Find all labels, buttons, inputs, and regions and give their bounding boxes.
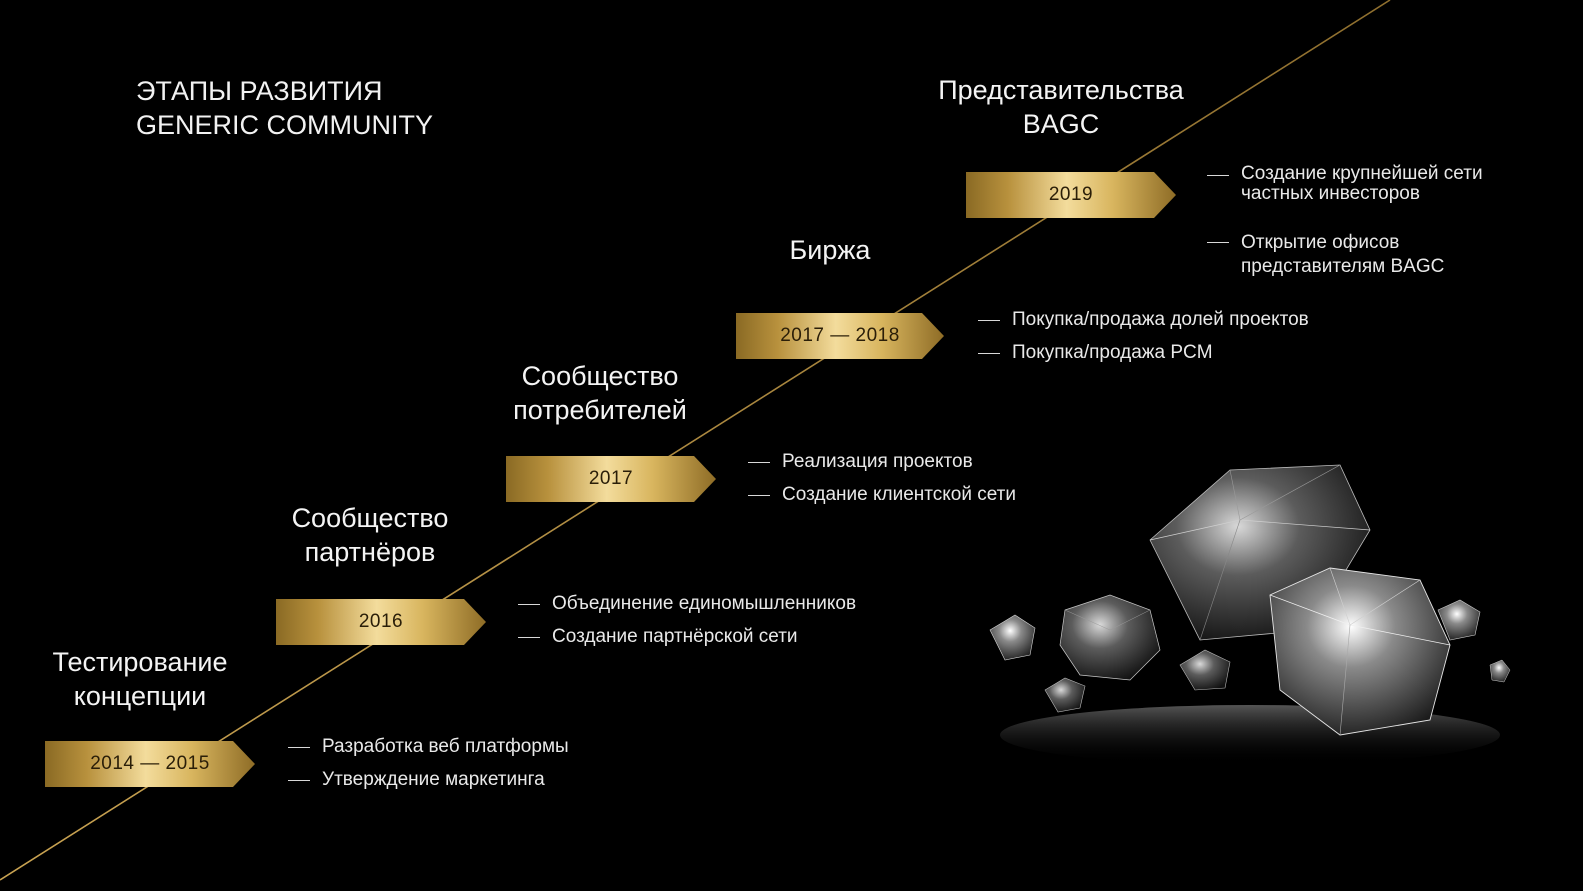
- bullet-item: Покупка/продажа PCM: [978, 342, 1309, 364]
- page-title-line2: GENERIC COMMUNITY: [136, 108, 433, 142]
- stage-title-line: Сообщество: [490, 359, 710, 393]
- stage-title-line: Тестирование: [40, 645, 240, 679]
- stage-title-line: партнёров: [270, 535, 470, 569]
- stage-bullets-consumers: Реализация проектов Создание клиентской …: [748, 451, 1016, 506]
- page-title: ЭТАПЫ РАЗВИТИЯ GENERIC COMMUNITY: [136, 74, 433, 142]
- stage-title-testing: Тестирование концепции: [40, 645, 240, 713]
- period-label: 2014 — 2015: [90, 753, 210, 775]
- period-arrow-2017: 2017: [506, 456, 716, 502]
- stage-title-partners: Сообщество партнёров: [270, 501, 470, 569]
- page-title-line1: ЭТАПЫ РАЗВИТИЯ: [136, 74, 433, 108]
- period-label: 2017 — 2018: [780, 325, 900, 347]
- bullet-item: Создание партнёрской сети: [518, 626, 856, 648]
- stage-title-line: концепции: [40, 679, 240, 713]
- period-arrow-2016: 2016: [276, 599, 486, 645]
- period-arrow-2017-2018: 2017 — 2018: [736, 313, 944, 359]
- diamonds-image: [980, 450, 1520, 780]
- stage-title-line: потребителей: [490, 393, 710, 427]
- period-label: 2017: [589, 468, 633, 490]
- stage-title-exchange: Биржа: [760, 233, 900, 267]
- bullet-item: Покупка/продажа долей проектов: [978, 309, 1309, 331]
- period-label: 2019: [1049, 184, 1093, 206]
- bullet-item: Создание крупнейшей сети частных инвесто…: [1207, 164, 1483, 204]
- stage-bullets-testing: Разработка веб платформы Утверждение мар…: [288, 736, 569, 791]
- period-arrow-2014-2015: 2014 — 2015: [45, 741, 255, 787]
- period-arrow-2019: 2019: [966, 172, 1176, 218]
- bullet-item: Разработка веб платформы: [288, 736, 569, 758]
- stage-bullets-partners: Объединение единомышленников Создание па…: [518, 593, 856, 648]
- stage-title-representations: Представительства BAGC: [930, 73, 1192, 141]
- stage-bullets-exchange: Покупка/продажа долей проектов Покупка/п…: [978, 309, 1309, 364]
- bullet-item: Открытие офисов представителям BAGC: [1207, 231, 1483, 279]
- diamond-medium: [1060, 595, 1160, 680]
- stage-bullets-representations: Создание крупнейшей сети частных инвесто…: [1207, 164, 1483, 279]
- bullet-item: Объединение единомышленников: [518, 593, 856, 615]
- bullet-item: Создание клиентской сети: [748, 484, 1016, 506]
- stage-title-line: BAGC: [930, 107, 1192, 141]
- stage-title-consumers: Сообщество потребителей: [490, 359, 710, 427]
- stage-title-line: Сообщество: [270, 501, 470, 535]
- stage-title-line: Биржа: [760, 233, 900, 267]
- period-label: 2016: [359, 611, 403, 633]
- bullet-item: Реализация проектов: [748, 451, 1016, 473]
- stage-title-line: Представительства: [930, 73, 1192, 107]
- bullet-item: Утверждение маркетинга: [288, 769, 569, 791]
